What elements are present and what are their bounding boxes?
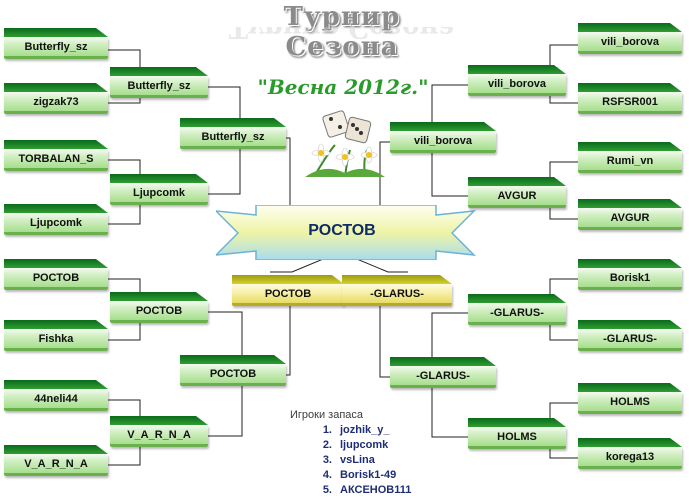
left-r1-slot-7: 44neli44 xyxy=(4,389,108,411)
left-r3-slot-2: РОСТОВ xyxy=(180,364,286,386)
left-r1-slot-4: Ljupcomk xyxy=(4,213,108,235)
reserves-title: Игроки запаса xyxy=(290,409,364,421)
right-r2-slot-2: AVGUR xyxy=(468,186,566,208)
right-r1-slot-6: -GLARUS- xyxy=(578,329,682,351)
champion-banner xyxy=(216,205,476,260)
final-slot-right: -GLARUS- xyxy=(342,284,452,306)
season-subtitle: "Весна 2012г." xyxy=(257,75,429,99)
right-r1-slot-8: korega13 xyxy=(578,447,682,469)
right-r3-slot-1: vili_borova xyxy=(390,131,496,153)
right-r1-slot-3: Rumi_vn xyxy=(578,151,682,173)
reserve-player: 3.vsLina xyxy=(322,454,375,466)
dice-with-daisies-icon xyxy=(305,110,385,178)
right-r1-slot-2: RSFSR001 xyxy=(578,92,682,114)
left-r1-slot-1: Butterfly_sz xyxy=(4,37,108,59)
left-r1-slot-2: zigzak73 xyxy=(4,92,108,114)
left-r1-slot-5: РОСТОВ xyxy=(4,268,108,290)
reserves-list: 1.jozhik_y_ 2.ljupcomk 3.vsLina 4.Borisk… xyxy=(310,424,412,499)
left-r2-slot-3: РОСТОВ xyxy=(110,301,208,323)
right-r2-slot-1: vili_borova xyxy=(468,74,566,96)
right-r1-slot-7: HOLMS xyxy=(578,392,682,414)
left-r1-slot-8: V_A_R_N_A xyxy=(4,454,108,476)
left-r2-slot-1: Butterfly_sz xyxy=(110,76,208,98)
right-r2-slot-4: HOLMS xyxy=(468,427,566,449)
left-r2-slot-2: Ljupcomk xyxy=(110,183,208,205)
right-r1-slot-1: vili_borova xyxy=(578,32,682,54)
reserve-player: 5.АКСЕНОВ111 xyxy=(322,484,412,496)
left-r1-slot-3: TORBALAN_S xyxy=(4,149,108,171)
right-r2-slot-3: -GLARUS- xyxy=(468,303,566,325)
right-r3-slot-2: -GLARUS- xyxy=(390,366,496,388)
champion-name: РОСТОВ xyxy=(308,222,376,239)
reserve-player: 1.jozhik_y_ xyxy=(322,424,390,436)
left-r2-slot-4: V_A_R_N_A xyxy=(110,425,208,447)
reserve-player: 4.Borisk1-49 xyxy=(322,469,397,481)
final-slot-left: РОСТОВ xyxy=(232,284,344,306)
page-title-reflection: Турнир Сезона xyxy=(228,27,456,43)
left-r1-slot-6: Fishka xyxy=(4,329,108,351)
right-r1-slot-4: AVGUR xyxy=(578,208,682,230)
left-r3-slot-1: Butterfly_sz xyxy=(180,127,286,149)
page-title: Турнир Сезона xyxy=(283,2,401,62)
right-r1-slot-5: Borisk1 xyxy=(578,268,682,290)
reserve-player: 2.ljupcomk xyxy=(322,439,389,451)
